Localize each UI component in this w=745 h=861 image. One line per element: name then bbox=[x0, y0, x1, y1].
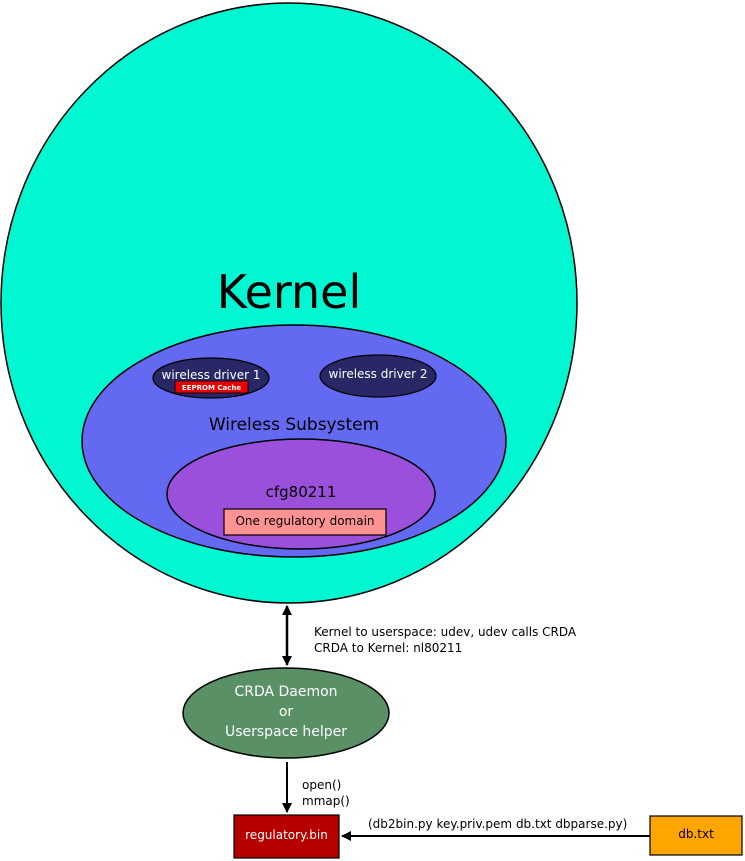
eeprom-cache-label: EEPROM Cache bbox=[182, 384, 241, 392]
wireless-driver-1-label: wireless driver 1 bbox=[162, 368, 261, 382]
build-command-label: (db2bin.py key.priv.pem db.txt dbparse.p… bbox=[368, 817, 627, 831]
kernel-link-text-line2: CRDA to Kernel: nl80211 bbox=[314, 641, 462, 655]
regulatory-bin-label: regulatory.bin bbox=[245, 828, 328, 842]
kernel-link-text-line1: Kernel to userspace: udev, udev calls CR… bbox=[314, 625, 577, 639]
eeprom-cache-box bbox=[174, 380, 249, 394]
db-txt-box bbox=[649, 815, 743, 856]
file-access-line2: mmap() bbox=[302, 794, 350, 808]
crda-daemon-ellipse bbox=[182, 667, 390, 759]
regulatory-domain-label: One regulatory domain bbox=[235, 514, 374, 528]
wireless-driver-2-ellipse bbox=[319, 354, 437, 398]
file-access-line1: open() bbox=[302, 778, 341, 792]
crda-label-line3: Userspace helper bbox=[225, 724, 347, 740]
regulatory-bin-box bbox=[233, 814, 340, 859]
wireless-driver-2-label: wireless driver 2 bbox=[329, 367, 428, 381]
wireless-subsystem-label: Wireless Subsystem bbox=[209, 415, 379, 435]
kernel-label: Kernel bbox=[217, 265, 362, 319]
crda-label-line1: CRDA Daemon bbox=[234, 684, 337, 700]
db-txt-label: db.txt bbox=[678, 827, 714, 841]
cfg80211-label: cfg80211 bbox=[266, 483, 337, 501]
crda-label-line2: or bbox=[279, 704, 294, 720]
regulatory-domain-box bbox=[223, 508, 387, 536]
